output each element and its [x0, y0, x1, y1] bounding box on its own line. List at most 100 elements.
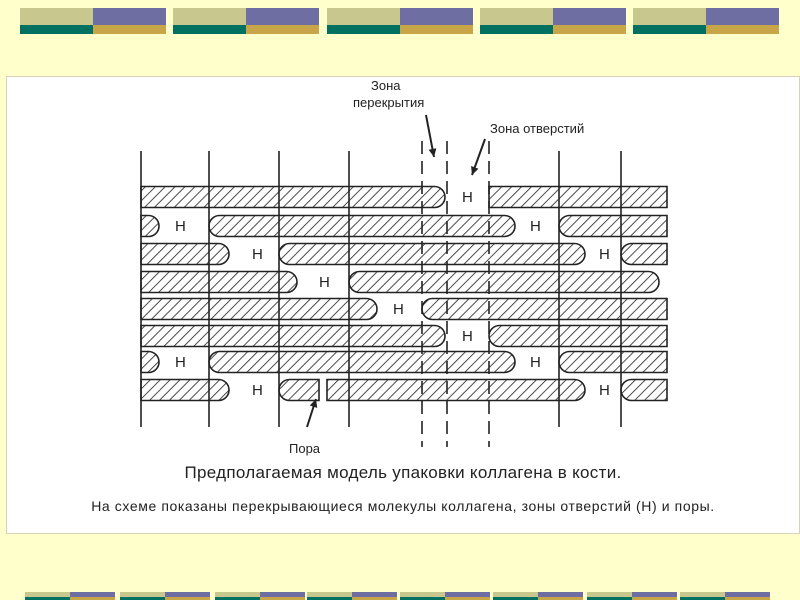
- arrow-head: [471, 166, 479, 175]
- deco-block: [25, 592, 70, 598]
- deco-block: [70, 597, 115, 600]
- deco-block: [260, 592, 305, 598]
- hole-label: Н: [319, 274, 330, 291]
- deco-block: [538, 592, 583, 598]
- hole-label: Н: [530, 218, 541, 235]
- collagen-molecule: [558, 214, 668, 238]
- deco-block: [680, 592, 725, 598]
- collagen-molecule: [140, 185, 446, 209]
- deco-block: [553, 24, 626, 34]
- hole-label: Н: [252, 382, 263, 399]
- header-bar: [327, 8, 473, 34]
- deco-block: [493, 592, 538, 598]
- deco-block: [633, 24, 706, 34]
- hole-label: Н: [175, 354, 186, 371]
- deco-block: [352, 597, 397, 600]
- hole-label: Н: [599, 382, 610, 399]
- collagen-molecule: [140, 378, 230, 402]
- header-bar: [173, 8, 319, 34]
- deco-block: [706, 8, 779, 25]
- deco-block: [632, 597, 677, 600]
- hole-label: Н: [462, 189, 473, 206]
- deco-block: [173, 8, 246, 25]
- deco-block: [246, 8, 319, 25]
- deco-block: [307, 592, 352, 598]
- collagen-molecule: [620, 242, 668, 266]
- deco-block: [445, 592, 490, 598]
- collagen-molecule: [140, 214, 160, 238]
- collagen-molecule: [208, 350, 516, 374]
- footer-bar: [400, 592, 490, 600]
- deco-block: [480, 8, 553, 25]
- collagen-molecules: [140, 185, 668, 402]
- deco-block: [352, 592, 397, 598]
- arrow-head: [428, 148, 437, 157]
- hole-zone-label: Зона отверстий: [490, 121, 584, 136]
- deco-block: [120, 592, 165, 598]
- overlap-zone-label: перекрытия: [353, 95, 424, 110]
- footer-bar: [120, 592, 210, 600]
- deco-block: [587, 592, 632, 598]
- hole-label: Н: [393, 301, 404, 318]
- collagen-molecule: [140, 242, 230, 266]
- deco-block: [307, 597, 352, 600]
- deco-block: [493, 597, 538, 600]
- footer-bar: [215, 592, 305, 600]
- deco-block: [20, 8, 93, 25]
- deco-block: [445, 597, 490, 600]
- deco-block: [260, 597, 305, 600]
- deco-block: [120, 597, 165, 600]
- footer-bar: [680, 592, 770, 600]
- deco-block: [400, 592, 445, 598]
- header-bar: [633, 8, 779, 34]
- collagen-molecule: [278, 242, 586, 266]
- deco-block: [587, 597, 632, 600]
- deco-block: [400, 24, 473, 34]
- deco-block: [553, 8, 626, 25]
- deco-block: [538, 597, 583, 600]
- collagen-molecule: [140, 324, 446, 348]
- collagen-molecule: [208, 214, 516, 238]
- deco-block: [680, 597, 725, 600]
- header-bar: [20, 8, 166, 34]
- deco-block: [215, 597, 260, 600]
- deco-block: [173, 24, 246, 34]
- hole-label: Н: [252, 246, 263, 263]
- deco-block: [480, 24, 553, 34]
- collagen-molecule: [348, 270, 660, 294]
- deco-block: [706, 24, 779, 34]
- deco-block: [632, 592, 677, 598]
- deco-block: [93, 24, 166, 34]
- caption-description: На схеме показаны перекрывающиеся молеку…: [91, 498, 715, 514]
- deco-block: [400, 8, 473, 25]
- deco-block: [633, 8, 706, 25]
- deco-block: [165, 592, 210, 598]
- hole-label: Н: [599, 246, 610, 263]
- hole-label: Н: [462, 328, 473, 345]
- footer-bar: [25, 592, 115, 600]
- footer-bar: [493, 592, 583, 600]
- deco-block: [725, 592, 770, 598]
- caption-title: Предполагаемая модель упаковки коллагена…: [184, 463, 622, 482]
- footer-bar: [587, 592, 677, 600]
- arrow-head: [309, 399, 318, 408]
- deco-block: [215, 592, 260, 598]
- collagen-molecule: [278, 378, 320, 402]
- collagen-molecule: [421, 297, 668, 321]
- collagen-molecule: [488, 324, 668, 348]
- deco-block: [93, 8, 166, 25]
- deco-block: [327, 24, 400, 34]
- deco-block: [20, 24, 93, 34]
- deco-block: [327, 8, 400, 25]
- collagen-molecule: [326, 378, 586, 402]
- footer-bar: [307, 592, 397, 600]
- deco-block: [246, 24, 319, 34]
- collagen-molecule: [558, 350, 668, 374]
- collagen-molecule: [140, 270, 298, 294]
- collagen-molecule: [140, 350, 160, 374]
- deco-block: [165, 597, 210, 600]
- header-bar: [480, 8, 626, 34]
